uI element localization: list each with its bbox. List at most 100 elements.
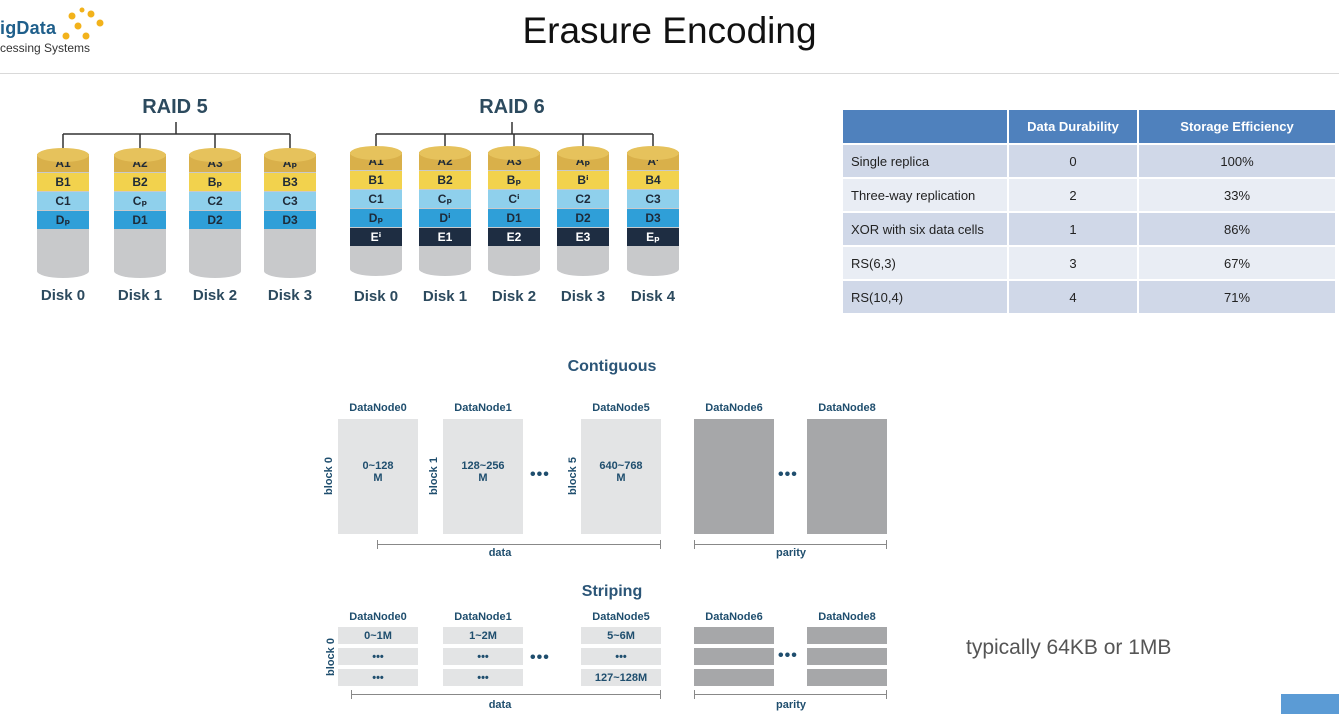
table-cell: 100%	[1138, 143, 1337, 178]
axis-tick	[886, 690, 887, 699]
header-divider	[0, 73, 1339, 74]
axis-tick	[886, 540, 887, 549]
parity-stripe-cell	[694, 648, 774, 665]
block-range: 640~768 M	[599, 460, 643, 484]
disk-label: Disk 1	[117, 287, 163, 304]
axis-tick	[660, 690, 661, 699]
disk-cell: Bⁱ	[557, 171, 609, 189]
disk-cell: B4	[627, 171, 679, 189]
disk-cell: D3	[264, 211, 316, 229]
block-label: block 1	[428, 457, 440, 495]
raid6-connector	[375, 122, 654, 148]
disk-cell: B2	[114, 173, 166, 191]
contiguous-title: Contiguous	[567, 358, 657, 375]
parity-axis	[694, 544, 886, 545]
table-cell: 1	[1008, 211, 1139, 246]
table-cell: 2	[1008, 177, 1139, 212]
disk-label: Disk 2	[192, 287, 238, 304]
datanode-label: DataNode5	[592, 402, 650, 414]
datanode-label: DataNode1	[454, 611, 512, 623]
disk-cell: C3	[627, 190, 679, 208]
table-cell: Three-way replication	[843, 177, 1009, 212]
stripe-range: 5~6M	[607, 630, 635, 642]
disk-cell: Bₚ	[189, 173, 241, 191]
axis-tick	[351, 690, 352, 699]
table-header-cell: Data Durability	[1008, 110, 1139, 144]
parity-stripe-cell	[807, 627, 887, 644]
logo-dots-icon	[62, 7, 104, 40]
disk-label: Disk 1	[422, 288, 468, 305]
ellipsis-icon: •••	[778, 466, 798, 483]
disk-cell: Dₚ	[350, 209, 402, 227]
data-block	[581, 419, 661, 534]
stripe-range: •••	[477, 672, 489, 684]
block-range: 0~128 M	[362, 460, 394, 484]
stripe-cell	[581, 627, 661, 644]
disk-cell: C1	[37, 192, 89, 210]
stripe-cell	[338, 669, 418, 686]
corner-accent	[1281, 694, 1339, 714]
disk-cell: E1	[419, 228, 471, 246]
parity-stripe-cell	[694, 669, 774, 686]
striping-title: Striping	[581, 583, 643, 600]
disk-cell: E3	[557, 228, 609, 246]
datanode-label: DataNode8	[818, 611, 876, 623]
datanode-label: DataNode0	[349, 402, 407, 414]
table-header-cell: Storage Efficiency	[1138, 110, 1337, 144]
datanode-label: DataNode6	[705, 402, 763, 414]
disk-top	[189, 148, 241, 162]
block-label: block 0	[325, 638, 337, 676]
disk-cell: Dₚ	[37, 211, 89, 229]
parity-label: parity	[776, 547, 806, 559]
durability-efficiency-table: Data Durability Storage Efficiency Singl…	[843, 110, 1337, 313]
table-cell: 71%	[1138, 279, 1337, 313]
disk-top	[627, 146, 679, 160]
stripe-cell	[443, 648, 523, 665]
disk-top	[350, 146, 402, 160]
axis-tick	[694, 690, 695, 699]
table-row: Single replica 0 100%	[843, 143, 1337, 178]
stripe-range: •••	[615, 651, 627, 663]
table-cell: 3	[1008, 245, 1139, 280]
data-label: data	[488, 547, 512, 559]
disk-cell: B1	[350, 171, 402, 189]
parity-axis	[694, 694, 886, 695]
disk-cell: D2	[189, 211, 241, 229]
disk-label: Disk 4	[630, 288, 676, 305]
slide-title: Erasure Encoding	[522, 10, 817, 51]
block-label: block 0	[323, 457, 335, 495]
parity-stripe-cell	[694, 627, 774, 644]
stripe-cell	[443, 669, 523, 686]
stripe-range: 1~2M	[469, 630, 497, 642]
logo-subtitle: cessing Systems	[0, 41, 91, 55]
disk-cell: Cⁱ	[488, 190, 540, 208]
datanode-label: DataNode5	[592, 611, 650, 623]
table-cell: Single replica	[843, 143, 1009, 178]
disk-cell: D3	[627, 209, 679, 227]
data-block	[338, 419, 418, 534]
table-header-cell	[843, 110, 1009, 144]
disk-cell: D1	[114, 211, 166, 229]
disk-label: Disk 3	[267, 287, 313, 304]
stripe-cell	[581, 648, 661, 665]
ellipsis-icon: •••	[530, 466, 550, 483]
raid5-connector	[62, 122, 291, 150]
disk-cell: C1	[350, 190, 402, 208]
disk-cell: Dⁱ	[419, 209, 471, 227]
table-cell: 33%	[1138, 177, 1337, 212]
disk-cell: C2	[189, 192, 241, 210]
stripe-cell	[581, 669, 661, 686]
disk-cell: B2	[419, 171, 471, 189]
disk-top	[419, 146, 471, 160]
disk-cell: Eₚ	[627, 228, 679, 246]
parity-block	[807, 419, 887, 534]
disk-top	[264, 148, 316, 162]
table-cell: 4	[1008, 279, 1139, 313]
stripe-range: •••	[372, 651, 384, 663]
raid5-title: RAID 5	[142, 96, 208, 118]
ellipsis-icon: •••	[778, 647, 798, 664]
